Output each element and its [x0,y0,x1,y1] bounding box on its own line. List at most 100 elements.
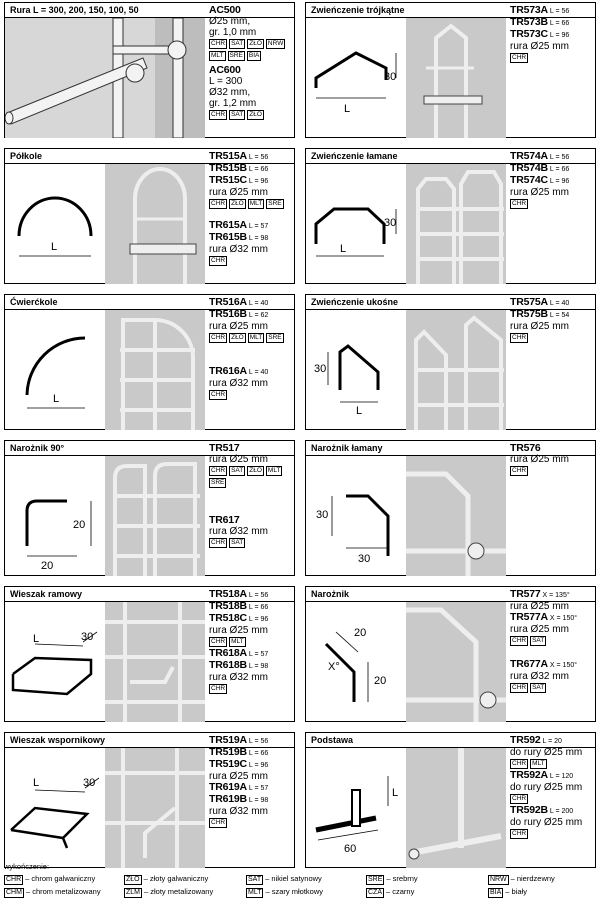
panel-title: Zwieńczenie trójkątne [311,5,405,15]
rack-photo-drawing [105,748,205,868]
divider [306,455,595,456]
product-info: AC500 Ø25 mm, gr. 1,0 mm CHR SAT ZŁO NRW… [209,5,295,124]
product-info: TR517 rura Ø25 mm CHR SAT ZŁO MLT SRE TR… [209,443,295,549]
finish-badge: MLT [247,199,265,209]
product-spec: rura Ø25 mm [510,321,569,332]
product-code: AC600 [209,64,241,76]
finish-badge: MLT [247,333,265,343]
product-code: TR619A [209,781,247,793]
finish-badge: CHR [510,466,529,476]
finish-badge: SRE [209,478,227,488]
product-code: TR516A [209,296,247,308]
product-code: TR615A [209,219,247,231]
divider [306,17,595,18]
product-code: TR618B [209,659,247,671]
dimension-label: 30 [83,777,95,789]
product-code: TR573B [510,16,548,28]
product-photo [406,456,506,576]
dimension-label: L [53,393,59,405]
product-panel-naroznik-90: Narożnik 90° 20 20 TR517 rura Ø25 mm CHR… [4,440,295,576]
divider [5,17,294,18]
dimension-label: X° [328,661,340,673]
rack-photo-drawing [414,315,504,430]
product-length: X = 150° [549,662,578,669]
product-code: TR592A [510,769,548,781]
panel-title: Narożnik łamany [311,443,383,453]
rack-photo-drawing [406,471,506,576]
product-length: L = 96 [549,178,570,185]
product-length: L = 96 [248,616,269,623]
legend-text: – złoty metalizowany [144,887,214,896]
finish-badge: CHR [209,39,228,49]
product-code: TR515A [209,150,247,162]
product-photo [406,748,506,868]
panel-title: Narożnik [311,589,350,599]
product-code: TR618A [209,647,247,659]
legend-badge: CZA [366,888,384,898]
finish-badge: SAT [530,683,547,693]
dimension-label: 60 [344,843,356,855]
finish-badges: CHR SAT ZŁO MLT SRE [209,466,295,488]
product-photo [105,164,205,284]
product-code: TR517 [209,442,240,454]
bracket-hanger-drawing: L 30 [10,777,100,849]
panel-title: Półkole [10,151,43,161]
dimension-diagram: L [5,164,105,284]
dimension-label: 20 [354,627,366,639]
legend-item: CHM– chrom metalizowany [4,887,101,898]
product-photo [406,310,506,430]
product-length: L = 66 [549,166,570,173]
slanted-top-drawing: 30 L [314,344,380,417]
product-spec: Ø32 mm, [209,87,251,98]
finish-badge: CHR [510,199,529,209]
product-code: TR677A [510,658,548,670]
product-code: TR575B [510,308,548,320]
finish-badges: CHR [209,818,295,828]
product-code: TR592B [510,804,548,816]
product-panel-naroznik-lamany: Narożnik łamany 30 30 TR576 rura Ø25 mm … [305,440,596,576]
finish-badge: NRW [265,39,286,49]
product-code: TR617 [209,514,240,526]
panel-title: Zwieńczenie łamane [311,151,398,161]
finish-badge: SAT [229,466,246,476]
divider [5,601,294,602]
product-code: TR518B [209,600,247,612]
dimension-diagram: L 30 [5,748,105,868]
divider [306,747,595,748]
legend-badge: SAT [246,875,264,885]
finish-badges: CHR SAT [510,683,596,693]
product-spec: gr. 1,0 mm [209,27,257,38]
rack-photo-drawing [406,607,506,722]
finish-badge: BIA [246,51,262,61]
dimension-label: L [356,405,362,417]
finish-badge: SAT [229,39,246,49]
product-code: TR619B [209,793,247,805]
finish-badge: ZŁO [229,333,246,343]
product-spec: rura Ø25 mm [209,771,268,782]
finish-badge: CHR [209,684,228,694]
legend-badge: ZLM [124,888,142,898]
dimension-diagram: L [5,310,105,430]
product-spec: rura Ø25 mm [510,41,569,52]
product-length: L = 96 [549,32,570,39]
finish-badge: CHR [209,466,228,476]
product-length: L = 66 [248,166,269,173]
dimension-label: L [51,241,57,253]
product-code: TR616A [209,365,247,377]
finish-badge: CHR [510,53,529,63]
dimension-label: 30 [314,363,326,375]
product-length: L = 56 [248,592,269,599]
dimension-label: 20 [73,519,85,531]
dimension-label: L [344,103,350,115]
panel-title: Podstawa [311,735,354,745]
product-code: TR577 [510,588,541,600]
product-entry: AC500 Ø25 mm, gr. 1,0 mm CHR SAT ZŁO NRW… [209,5,295,61]
